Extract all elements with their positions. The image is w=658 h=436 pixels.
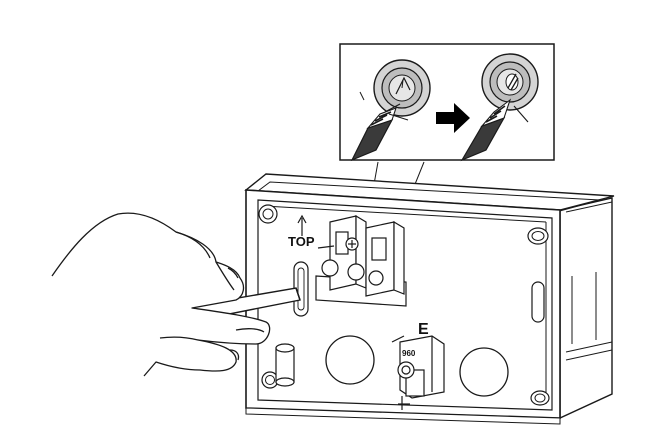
grommet-after (481, 53, 539, 111)
mounting-slot-right (531, 281, 545, 323)
terminal-mark: 960 (402, 349, 416, 358)
up-arrow-icon (297, 214, 307, 236)
screw-hole-bottom-right (530, 390, 550, 406)
screw-icon (345, 237, 359, 251)
hand (51, 212, 271, 377)
right-arrow-icon (436, 103, 470, 133)
cable-before (350, 91, 409, 162)
screw-hole-top-left (258, 204, 278, 224)
earth-terminal (391, 335, 445, 410)
cable-after (460, 98, 529, 162)
cable-entry-knockout-left (325, 335, 375, 385)
screw-hole-bottom-left (261, 371, 279, 389)
grommet-before (373, 59, 431, 117)
cable-clamp-post (275, 343, 295, 387)
top-label: TOP (288, 234, 315, 249)
wire-insertion-inset (339, 43, 555, 162)
cable-entry-knockout-right (459, 347, 509, 397)
earth-label: E (418, 321, 429, 338)
screw-hole-top-right (527, 227, 549, 245)
terminal-block (315, 214, 407, 307)
